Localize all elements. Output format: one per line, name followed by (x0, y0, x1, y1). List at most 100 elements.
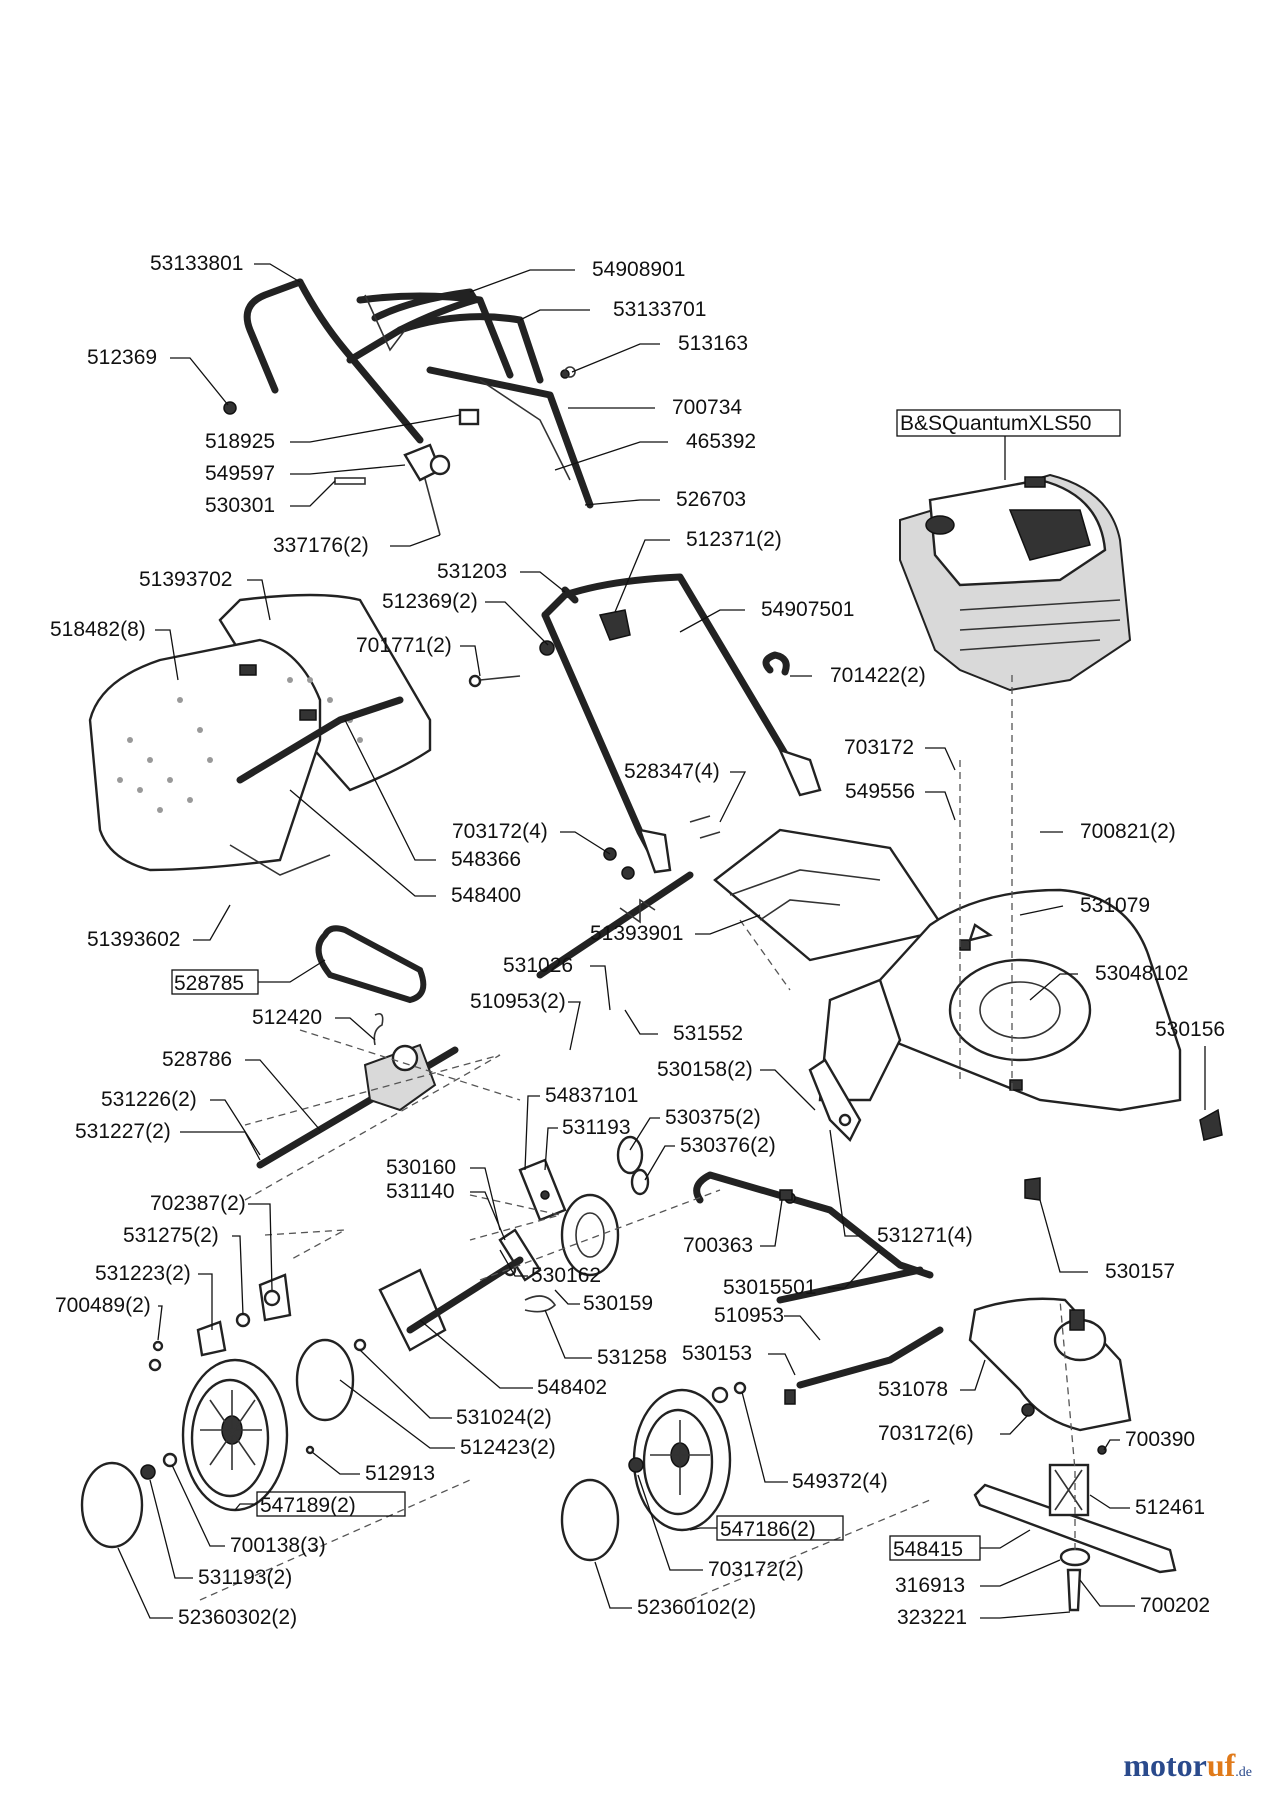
callout-510953: 510953 (714, 1304, 784, 1327)
callout-510953-2: 510953(2) (470, 990, 566, 1013)
callout-703172-6: 703172(6) (878, 1422, 974, 1445)
watermark-brand-b: uf (1206, 1747, 1236, 1783)
front-axle-drawing (693, 1058, 944, 1405)
callout-531552: 531552 (673, 1022, 743, 1045)
callout-548366: 548366 (451, 848, 521, 871)
rear-flap-drawing (713, 828, 947, 962)
callout-530160: 530160 (386, 1156, 456, 1179)
callout-700821-2: 700821(2) (1080, 820, 1176, 843)
callout-53133701: 53133701 (613, 298, 706, 321)
callout-531223-2: 531223(2) (95, 1262, 191, 1285)
callout-512369-2: 512369(2) (382, 590, 478, 613)
callout-547189-2: 547189(2) (260, 1494, 356, 1517)
callout-700202: 700202 (1140, 1594, 1210, 1617)
callout-54907501: 54907501 (761, 598, 854, 621)
callout-528786: 528786 (162, 1048, 232, 1071)
upper-handle-drawing (223, 278, 594, 536)
callout-512461: 512461 (1135, 1496, 1205, 1519)
callout-512913: 512913 (365, 1462, 435, 1485)
callout-512423-2: 512423(2) (460, 1436, 556, 1459)
callout-53015501: 53015501 (723, 1276, 816, 1299)
callout-518482-8: 518482(8) (50, 618, 146, 641)
callout-54837101: 54837101 (545, 1084, 638, 1107)
front-wheel-drawing (632, 1388, 732, 1532)
callout-531271-4: 531271(4) (877, 1224, 973, 1247)
callout-323221: 323221 (897, 1606, 967, 1629)
callout-703172-a: 703172 (844, 736, 914, 759)
callout-512420: 512420 (252, 1006, 322, 1029)
callout-700138-3: 700138(3) (230, 1534, 326, 1557)
callout-54908901: 54908901 (592, 258, 685, 281)
callout-701422-2: 701422(2) (830, 664, 926, 687)
callout-530159: 530159 (583, 1292, 653, 1315)
wheel-side-small-parts-drawing (148, 1273, 315, 1455)
callout-549556: 549556 (845, 780, 915, 803)
callout-549597: 549597 (205, 462, 275, 485)
callout-531258: 531258 (597, 1346, 667, 1369)
callout-530158-2: 530158(2) (657, 1058, 753, 1081)
rear-axle-drawing (256, 871, 694, 1169)
callout-700363: 700363 (683, 1234, 753, 1257)
engine-drawing (899, 473, 1132, 692)
callout-530153: 530153 (682, 1342, 752, 1365)
callout-512369: 512369 (87, 346, 157, 369)
side-discharge-drawing (968, 1297, 1132, 1432)
callout-337176-2: 337176(2) (273, 534, 369, 557)
callout-700489-2: 700489(2) (55, 1294, 151, 1317)
callout-51393602: 51393602 (87, 928, 180, 951)
alignment-lines (199, 675, 1076, 1601)
lower-handle-drawing (468, 573, 822, 880)
callout-531193-2: 531193(2) (198, 1566, 292, 1589)
callout-528785: 528785 (174, 972, 244, 995)
callout-528347-4: 528347(4) (624, 760, 720, 783)
callout-549372-4: 549372(4) (792, 1470, 888, 1493)
part-callouts: 53133801 54908901 53133701 512369 513163… (50, 252, 1225, 1629)
watermark-brand-c: .de (1235, 1765, 1252, 1780)
callout-531227-2: 531227(2) (75, 1120, 171, 1143)
callout-52360302-2: 52360302(2) (178, 1606, 297, 1629)
callout-530156: 530156 (1155, 1018, 1225, 1041)
callout-701771-2: 701771(2) (356, 634, 452, 657)
callout-513163: 513163 (678, 332, 748, 355)
callout-702387-2: 702387(2) (150, 1192, 246, 1215)
hub-caps-drawing (80, 1381, 747, 1562)
callout-53048102: 53048102 (1095, 962, 1188, 985)
engine-label-text: B&SQuantumXLS50 (900, 412, 1091, 435)
callout-548415: 548415 (893, 1538, 963, 1561)
callout-531079: 531079 (1080, 894, 1150, 917)
callout-703172-4: 703172(4) (452, 820, 548, 843)
watermark-logo: motoruf.de (1123, 1747, 1252, 1784)
callout-547186-2: 547186(2) (720, 1518, 816, 1541)
callout-548402: 548402 (537, 1376, 607, 1399)
callout-52360102-2: 52360102(2) (637, 1596, 756, 1619)
callout-531024-2: 531024(2) (456, 1406, 552, 1429)
callout-465392: 465392 (686, 430, 756, 453)
rear-wheel-drawing (181, 1358, 289, 1512)
callout-531226-2: 531226(2) (101, 1088, 197, 1111)
callout-53133801: 53133801 (150, 252, 243, 275)
engine-label: B&SQuantumXLS50 (896, 409, 1121, 480)
callout-51393901: 51393901 (590, 922, 683, 945)
callout-526703: 526703 (676, 488, 746, 511)
callout-700734: 700734 (672, 396, 742, 419)
callout-548400: 548400 (451, 884, 521, 907)
callout-531026: 531026 (503, 954, 573, 977)
callout-512371-2: 512371(2) (686, 528, 782, 551)
callout-531078: 531078 (878, 1378, 948, 1401)
callout-530376-2: 530376(2) (680, 1134, 776, 1157)
callout-316913: 316913 (895, 1574, 965, 1597)
drive-belt-drawing (315, 925, 427, 1004)
callout-531203: 531203 (437, 560, 507, 583)
callout-530162: 530162 (531, 1264, 601, 1287)
callout-530157: 530157 (1105, 1260, 1175, 1283)
watermark-brand-a: motor (1123, 1747, 1207, 1783)
callout-530375-2: 530375(2) (665, 1106, 761, 1129)
callout-518925: 518925 (205, 430, 275, 453)
blade-drawing (973, 1403, 1177, 1612)
callout-531275-2: 531275(2) (123, 1224, 219, 1247)
callout-530301: 530301 (205, 494, 275, 517)
grass-bag-frame-drawing (88, 593, 432, 876)
callout-51393702: 51393702 (139, 568, 232, 591)
callout-531140: 531140 (386, 1180, 455, 1203)
